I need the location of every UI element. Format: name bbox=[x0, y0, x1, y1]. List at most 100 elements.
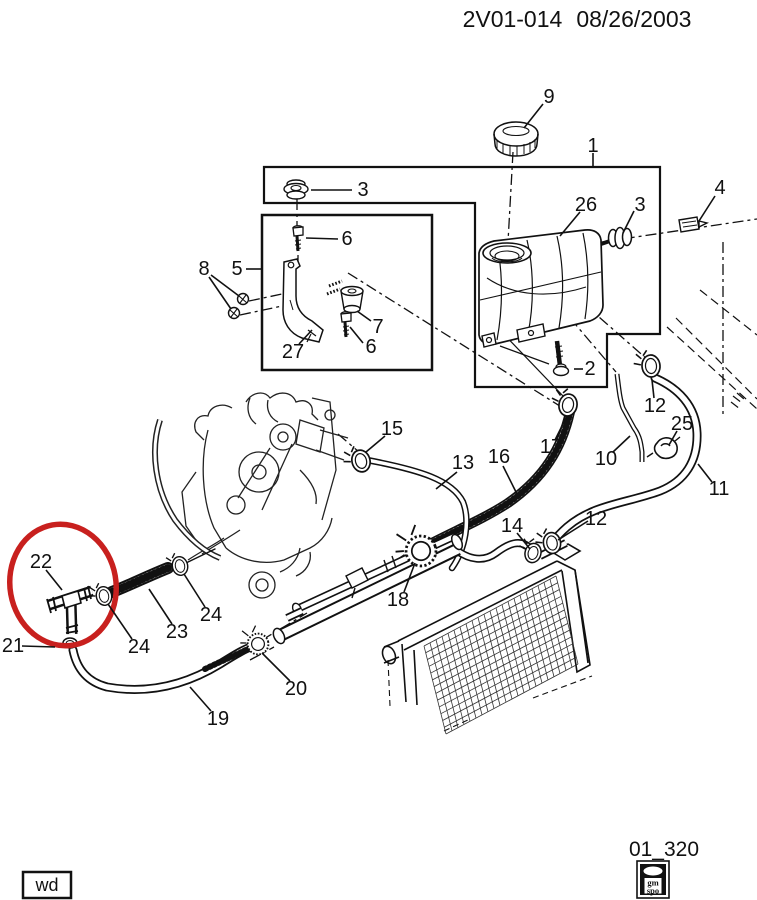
radiator-fin-line bbox=[507, 601, 531, 690]
callout-5: 5 bbox=[231, 258, 242, 280]
callout-12: 12 bbox=[644, 395, 666, 417]
callout-16: 16 bbox=[488, 446, 510, 468]
leader-line-22-1 bbox=[45, 569, 63, 591]
radiator-fin-line bbox=[429, 642, 453, 731]
clip-25 bbox=[646, 436, 681, 460]
leader-line-26-1 bbox=[559, 211, 581, 237]
screws-8 bbox=[227, 292, 250, 320]
callout-12-2: 12 bbox=[585, 508, 607, 530]
radiator-fin-line bbox=[537, 585, 561, 674]
clamps bbox=[86, 348, 662, 660]
logo-line-2: spo bbox=[647, 886, 659, 896]
leader-line-8-1 bbox=[210, 274, 240, 297]
leader-line-10-1 bbox=[612, 435, 631, 453]
radiator-fin-line bbox=[441, 636, 465, 725]
hose-23 bbox=[106, 548, 216, 598]
leader-line-12-1 bbox=[651, 379, 655, 399]
leader-line-25-1 bbox=[668, 430, 678, 446]
wd-label: wd bbox=[34, 875, 58, 895]
radiator-fin-line bbox=[465, 623, 489, 712]
radiator-fin-line bbox=[459, 626, 483, 716]
radiator-fin-line bbox=[471, 620, 495, 709]
alignment-lines bbox=[239, 151, 757, 661]
coolant-tank bbox=[478, 229, 611, 348]
radiator-fin-line bbox=[477, 617, 501, 706]
clamp-15 bbox=[339, 442, 374, 477]
leader-line-13-1 bbox=[435, 471, 458, 490]
radiator-fin-line bbox=[423, 645, 447, 735]
inset-box-5 bbox=[260, 213, 434, 372]
callout-3: 3 bbox=[357, 179, 368, 201]
leader-line-6-1 bbox=[305, 237, 339, 240]
pipe-10 bbox=[614, 373, 645, 462]
screw-4 bbox=[678, 216, 710, 233]
callout-3-2: 3 bbox=[634, 194, 645, 216]
radiator-fin-line bbox=[501, 604, 525, 693]
leader-line-12-1 bbox=[557, 520, 589, 541]
callout-21: 21 bbox=[2, 635, 24, 657]
callout-15: 15 bbox=[381, 418, 403, 440]
leader-line-16-1 bbox=[502, 465, 518, 495]
radiator-fin-line bbox=[483, 614, 507, 703]
gm-spo-logo: gm spo bbox=[636, 860, 670, 899]
callout-6-2: 6 bbox=[365, 336, 376, 358]
tee-fitting-22 bbox=[46, 585, 94, 635]
leader-line-24-1 bbox=[183, 573, 206, 608]
leader-line-17-1 bbox=[554, 417, 567, 441]
radiator-core bbox=[423, 575, 579, 735]
callout-26: 26 bbox=[575, 194, 597, 216]
leader-line-24-1 bbox=[107, 603, 133, 640]
radiator-fin-line bbox=[519, 594, 543, 684]
clamp-12-upper bbox=[631, 348, 662, 380]
hose-14 bbox=[452, 539, 535, 563]
radiator-fin-line bbox=[555, 575, 579, 665]
leader-line-23-1 bbox=[148, 588, 173, 625]
callout-25: 25 bbox=[671, 413, 693, 435]
leader-line-8-2 bbox=[208, 276, 232, 310]
callout-22: 22 bbox=[30, 551, 52, 573]
callout-11: 11 bbox=[709, 478, 730, 500]
pressure-cap bbox=[493, 121, 539, 157]
radiator-fin-line bbox=[549, 579, 573, 668]
leader-line-11-1 bbox=[697, 463, 713, 483]
leader-line-4-1 bbox=[698, 195, 716, 222]
callout-1: 1 bbox=[587, 135, 598, 157]
leader-line-14-1 bbox=[516, 532, 531, 550]
callout-14: 14 bbox=[501, 515, 523, 537]
callout-13: 13 bbox=[452, 452, 474, 474]
leader-line-9-1 bbox=[523, 103, 544, 129]
radiator-fin-line bbox=[495, 607, 519, 696]
wd-box bbox=[21, 870, 73, 900]
leader-line-6-1 bbox=[349, 326, 364, 344]
radiator bbox=[381, 539, 593, 735]
radiator-fin-line bbox=[435, 639, 459, 728]
callout-23: 23 bbox=[166, 621, 188, 643]
drawing-date: 08/26/2003 bbox=[576, 6, 691, 32]
callout-4: 4 bbox=[714, 177, 725, 199]
callout-24: 24 bbox=[128, 636, 150, 658]
leader-line-7-1 bbox=[356, 310, 372, 322]
callout-27: 27 bbox=[282, 341, 304, 363]
leader-line-20-1 bbox=[261, 652, 291, 682]
assembly-box-1 bbox=[262, 165, 662, 389]
callout-9: 9 bbox=[543, 86, 554, 108]
radiator-fin-line bbox=[489, 610, 513, 700]
callout-8: 8 bbox=[198, 258, 209, 280]
radiator-fin-line bbox=[543, 582, 567, 671]
leader-line-15-1 bbox=[365, 435, 386, 453]
radiator-fin-line bbox=[525, 591, 549, 681]
radiator-fin-line bbox=[531, 588, 555, 677]
highlight-circle bbox=[6, 521, 120, 649]
bracket-27 bbox=[282, 258, 324, 343]
hose-19 bbox=[68, 640, 261, 694]
bushing-7 bbox=[340, 285, 364, 314]
bolt-6-upper bbox=[292, 225, 304, 252]
callout-18: 18 bbox=[387, 589, 409, 611]
drawing-header: 2V01-014 08/26/2003 bbox=[463, 6, 692, 32]
callout-7: 7 bbox=[372, 316, 383, 338]
drawing-number: 2V01-014 bbox=[463, 6, 563, 32]
leader-line-21-1 bbox=[21, 645, 56, 648]
